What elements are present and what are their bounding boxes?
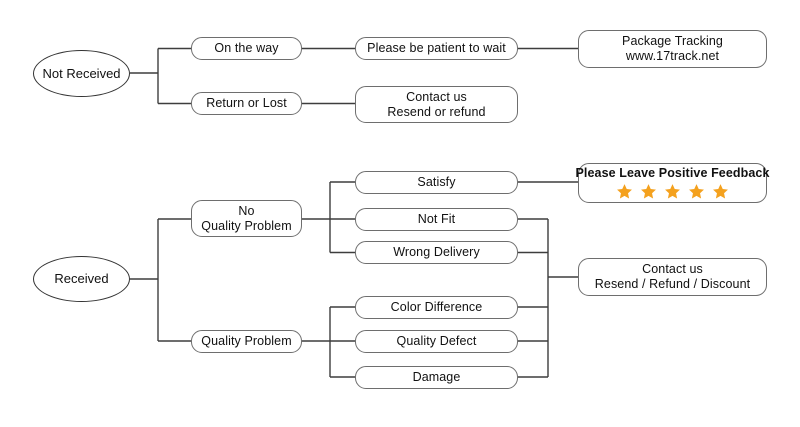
node-damage-label: Damage [412,370,461,385]
node-not-fit-label: Not Fit [417,212,456,227]
node-package-tracking-line-1: Package Tracking [622,34,723,49]
root-not-received[interactable]: Not Received [33,50,130,97]
root-not-received-label-2: Received [66,65,121,81]
node-contact-resend-refund-line-2: Resend or refund [387,104,486,119]
node-please-be-patient-label: Please be patient to wait [367,41,506,56]
node-contact-resend-refund-line-1: Contact us [406,89,467,104]
star-icon[interactable] [640,183,657,200]
node-wrong-delivery[interactable]: Wrong Delivery [355,241,518,264]
root-not-received-label-1: Not [42,65,63,81]
node-quality-defect[interactable]: Quality Defect [355,330,518,353]
star-rating[interactable] [616,183,729,200]
node-no-quality-problem-line-2: Quality Problem [201,218,292,233]
node-please-be-patient[interactable]: Please be patient to wait [355,37,518,60]
node-package-tracking-line-2: www.17track.net [625,49,720,63]
node-no-quality-problem[interactable]: No Quality Problem [191,200,302,237]
node-no-quality-problem-line-1: No [238,203,255,218]
node-color-difference[interactable]: Color Difference [355,296,518,319]
node-on-the-way-label: On the way [214,41,279,56]
star-icon[interactable] [688,183,705,200]
node-contact-discount-line-2: Resend / Refund / Discount [594,277,751,291]
node-package-tracking[interactable]: Package Tracking www.17track.net [578,30,767,68]
node-return-or-lost-label: Return or Lost [206,96,287,111]
root-received-label: Received [54,271,109,287]
node-not-fit[interactable]: Not Fit [355,208,518,231]
node-return-or-lost[interactable]: Return or Lost [191,92,302,115]
node-on-the-way[interactable]: On the way [191,37,302,60]
node-damage[interactable]: Damage [355,366,518,389]
node-positive-feedback[interactable]: Please Leave Positive Feedback [575,163,770,203]
node-satisfy-label: Satisfy [417,175,456,190]
star-icon[interactable] [712,183,729,200]
node-quality-problem[interactable]: Quality Problem [191,330,302,353]
node-satisfy[interactable]: Satisfy [355,171,518,194]
root-received[interactable]: Received [33,256,130,302]
star-icon[interactable] [664,183,681,200]
node-quality-defect-label: Quality Defect [396,334,477,349]
node-contact-resend-refund[interactable]: Contact us Resend or refund [355,86,518,123]
star-icon[interactable] [616,183,633,200]
node-color-difference-label: Color Difference [390,300,483,315]
node-contact-discount-line-1: Contact us [642,262,703,277]
node-quality-problem-label: Quality Problem [201,334,292,349]
node-positive-feedback-label: Please Leave Positive Feedback [575,166,770,181]
node-contact-resend-refund-discount[interactable]: Contact us Resend / Refund / Discount [578,258,767,296]
node-wrong-delivery-label: Wrong Delivery [393,245,480,260]
